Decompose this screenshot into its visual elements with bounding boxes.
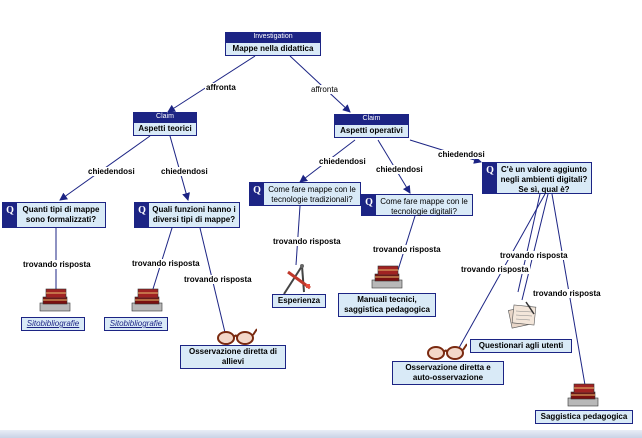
root-node[interactable]: Investigation Mappe nella didattica	[225, 32, 321, 56]
question-icon: Q	[135, 203, 149, 227]
question-text: Quali funzioni hanno i diversi tipi di m…	[152, 205, 236, 224]
question-node-1[interactable]: Q Quanti tipi di mappe sono formalizzati…	[2, 202, 106, 228]
link-label-trovando-1: trovando risposta	[22, 260, 92, 269]
question-icon: Q	[362, 195, 376, 215]
question-text: Come fare mappe con le tecnologie digita…	[380, 197, 468, 216]
books-icon	[371, 265, 403, 289]
claim-aspetti-teorici[interactable]: Claim Aspetti teorici	[133, 112, 197, 136]
claim-title: Aspetti operativi	[334, 124, 409, 138]
link-label-affronta-2: affronta	[310, 85, 339, 94]
papers-icon	[508, 301, 537, 329]
question-text: C'è un valore aggiunto negli ambienti di…	[500, 165, 588, 194]
link-label-trovando-6: trovando risposta	[499, 251, 569, 260]
answer-manuali-tecnici[interactable]: Manuali tecnici, saggistica pedagogica	[338, 293, 436, 317]
edge-q2-a3	[199, 227, 229, 346]
answer-sitobibliografie-1[interactable]: Sitobibliografie	[21, 317, 85, 331]
link-label-chiedendosi-3: chiedendosi	[318, 157, 367, 166]
link-label-chiedendosi-2: chiedendosi	[160, 167, 209, 176]
link-label-chiedendosi-4: chiedendosi	[375, 165, 424, 174]
edge-q5-a7b	[517, 193, 541, 293]
question-icon: Q	[3, 203, 17, 227]
edge-q3-a4	[295, 205, 301, 266]
answer-questionari[interactable]: Questionari agli utenti	[470, 339, 572, 353]
question-text: Quanti tipi di mappe sono formalizzati?	[22, 205, 100, 224]
compass-pencil-icon	[283, 264, 311, 295]
glasses-icon	[217, 328, 257, 345]
root-header: Investigation	[225, 32, 321, 42]
edge-q5-a6	[454, 193, 546, 356]
link-label-trovando-4: trovando risposta	[272, 237, 342, 246]
answer-sitobibliografie-2[interactable]: Sitobibliografie	[104, 317, 168, 331]
answer-esperienza[interactable]: Esperienza	[272, 294, 326, 308]
answer-osservazione-auto[interactable]: Osservazione diretta e auto-osservazione	[392, 361, 504, 385]
claim-header: Claim	[133, 112, 197, 122]
glasses-icon	[427, 343, 467, 360]
question-node-5[interactable]: Q C'è un valore aggiunto negli ambienti …	[482, 162, 592, 194]
link-label-trovando-2: trovando risposta	[131, 259, 201, 268]
claim-title: Aspetti teorici	[133, 122, 197, 136]
claim-header: Claim	[334, 114, 409, 124]
link-label-affronta-1: affronta	[205, 83, 237, 92]
books-icon	[39, 288, 71, 312]
books-icon	[131, 288, 163, 312]
link-label-trovando-7: trovando risposta	[460, 265, 530, 274]
link-label-chiedendosi-1: chiedendosi	[87, 167, 136, 176]
edge-q4-a5	[397, 215, 416, 271]
answer-osservazione-allievi[interactable]: Osservazione diretta di allievi	[180, 345, 286, 369]
link-label-chiedendosi-5: chiedendosi	[437, 150, 486, 159]
edge-root-operativi	[289, 55, 351, 113]
link-label-trovando-3: trovando risposta	[183, 275, 253, 284]
question-icon: Q	[483, 163, 497, 193]
claim-aspetti-operativi[interactable]: Claim Aspetti operativi	[334, 114, 409, 138]
question-node-3[interactable]: Q Come fare mappe con le tecnologie trad…	[249, 182, 361, 206]
books-icon	[567, 383, 599, 407]
question-node-4[interactable]: Q Come fare mappe con le tecnologie digi…	[361, 194, 473, 216]
link-label-trovando-8: trovando risposta	[532, 289, 602, 298]
question-icon: Q	[250, 183, 264, 205]
question-text: Come fare mappe con le tecnologie tradiz…	[268, 185, 356, 204]
link-label-trovando-5: trovando risposta	[372, 245, 442, 254]
question-node-2[interactable]: Q Quali funzioni hanno i diversi tipi di…	[134, 202, 240, 228]
answer-saggistica[interactable]: Saggistica pedagogica	[535, 410, 633, 424]
edge-q5-a7	[521, 193, 549, 301]
root-title: Mappe nella didattica	[225, 42, 321, 56]
window-statusbar	[0, 430, 642, 438]
